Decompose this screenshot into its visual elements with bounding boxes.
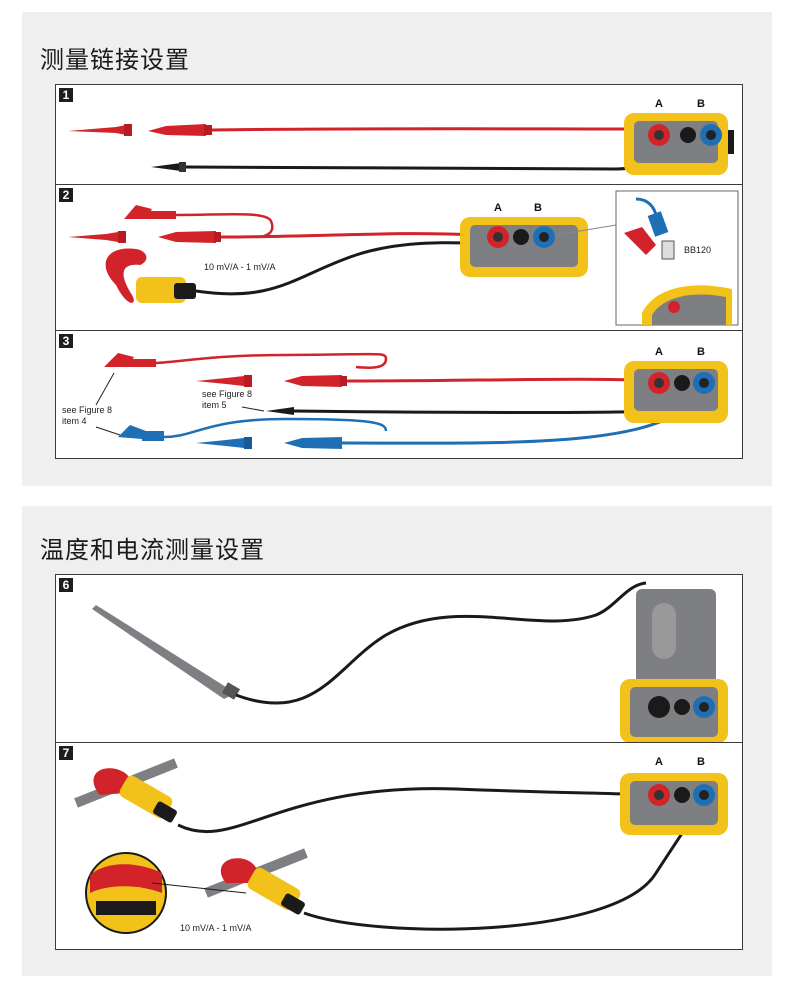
temperature-current-setup-section: 温度和电流测量设置 6 7 bbox=[22, 506, 772, 976]
black-test-probe-icon bbox=[266, 407, 294, 415]
section-title: 温度和电流测量设置 bbox=[40, 536, 265, 564]
connection-setup-section: 测量链接设置 1 bbox=[22, 12, 772, 486]
blue-test-probe-icon bbox=[196, 437, 342, 449]
panel-6-drawing bbox=[92, 581, 728, 743]
red-alligator-clip-icon bbox=[104, 353, 156, 367]
clamp-range-label: 10 mV/A - 1 mV/A bbox=[180, 923, 252, 933]
input-a-label: A bbox=[655, 756, 663, 768]
panel-3-drawing: A B see Figure 8 item 4 see Figure 8 ite… bbox=[62, 346, 728, 449]
input-a-label: A bbox=[655, 98, 663, 110]
note-left-line-1: see Figure 8 bbox=[62, 405, 112, 415]
panel-2: 2 10 mV/A - 1 mV/A bbox=[55, 184, 743, 332]
panel-number: 7 bbox=[59, 746, 73, 760]
black-test-probe-icon bbox=[151, 162, 186, 172]
current-clamp-icon bbox=[204, 848, 308, 915]
input-a-label: A bbox=[494, 202, 502, 214]
temperature-probe-icon bbox=[92, 605, 241, 700]
panel-number: 3 bbox=[59, 334, 73, 348]
current-clamp-icon bbox=[74, 758, 178, 823]
zoom-detail-icon bbox=[85, 852, 247, 934]
section-title: 测量链接设置 bbox=[40, 46, 190, 74]
panel-2-drawing: 10 mV/A - 1 mV/A A B bbox=[68, 190, 739, 326]
input-a-label: A bbox=[655, 346, 663, 358]
panel-7-drawing: 10 mV/A - 1 mV/A A B bbox=[74, 756, 728, 934]
panel-7: 7 10 mV/A - 1 mV/A bbox=[55, 742, 743, 950]
adapter-label: BB120 bbox=[684, 245, 711, 255]
panel-1-drawing: A B bbox=[68, 98, 734, 175]
note-mid-line-1: see Figure 8 bbox=[202, 389, 252, 399]
input-b-label: B bbox=[697, 346, 705, 358]
panel-number: 6 bbox=[59, 578, 73, 592]
input-b-label: B bbox=[697, 98, 705, 110]
temperature-adapter-icon bbox=[636, 589, 716, 689]
red-test-probe-icon bbox=[68, 231, 221, 243]
input-b-label: B bbox=[697, 756, 705, 768]
note-left-line-2: item 4 bbox=[62, 416, 87, 426]
note-mid-line-2: item 5 bbox=[202, 400, 227, 410]
scope-meter-icon bbox=[620, 679, 728, 743]
panel-number: 1 bbox=[59, 88, 73, 102]
bb120-adapter-icon bbox=[624, 197, 732, 325]
scope-meter-icon bbox=[624, 113, 734, 175]
scope-meter-icon bbox=[624, 361, 728, 423]
red-test-probe-icon bbox=[196, 375, 347, 387]
panel-6: 6 bbox=[55, 574, 743, 744]
clamp-range-label: 10 mV/A - 1 mV/A bbox=[204, 262, 276, 272]
scope-meter-icon bbox=[460, 217, 588, 277]
panel-3: 3 bbox=[55, 330, 743, 459]
alligator-clip-icon bbox=[124, 205, 176, 219]
scope-meter-icon bbox=[620, 773, 728, 835]
input-b-label: B bbox=[534, 202, 542, 214]
panel-1: 1 A bbox=[55, 84, 743, 186]
red-test-probe-icon bbox=[68, 124, 212, 136]
panel-number: 2 bbox=[59, 188, 73, 202]
blue-alligator-clip-icon bbox=[118, 425, 164, 441]
current-clamp-icon bbox=[105, 248, 196, 303]
